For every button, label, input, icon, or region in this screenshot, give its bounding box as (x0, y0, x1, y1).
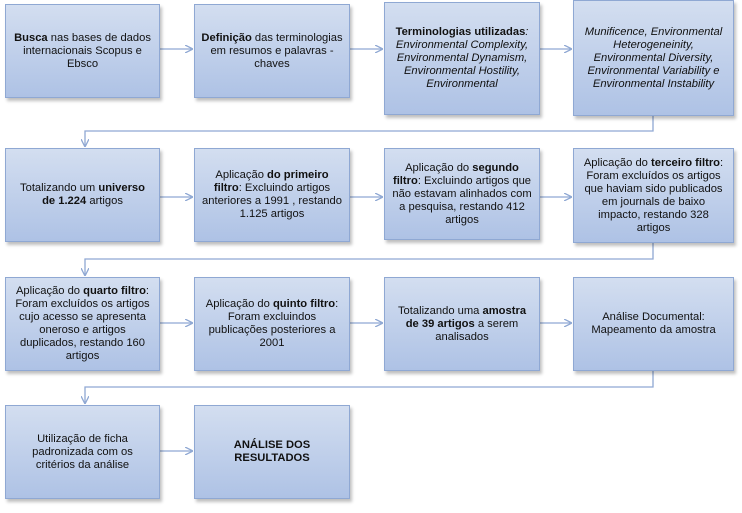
step-universo-text: Totalizando um universo de 1.224 artigos (20, 182, 145, 207)
step-primeiro-filtro-text: Aplicação do primeiro filtro: Excluindo … (202, 169, 342, 220)
step-ficha-padronizada: Utilização de ficha padronizada com os c… (5, 405, 160, 499)
arrow-b12-b13 (85, 371, 654, 403)
step-terminologias-cont-text: Munificence, Environmental Heterogeneini… (584, 25, 723, 90)
step-analise-resultados-text: ANÁLISE DOS RESULTADOS (233, 439, 311, 464)
step-amostra: Totalizando uma amostra de 39 artigos a … (384, 277, 540, 371)
step-quinto-filtro-text: Aplicação do quinto filtro: Foram exclui… (205, 298, 339, 349)
step-busca: Busca nas bases de dados internacionais … (5, 4, 160, 98)
step-busca-text: Busca nas bases de dados internacionais … (14, 31, 151, 70)
step-analise-resultados: ANÁLISE DOS RESULTADOS (194, 405, 350, 499)
step-terceiro-filtro: Aplicação do terceiro filtro: Foram excl… (573, 148, 734, 243)
arrow-b8-b9 (85, 243, 654, 275)
step-analise-documental-text: Análise Documental: Mapeamento da amostr… (591, 311, 716, 336)
step-universo: Totalizando um universo de 1.224 artigos (5, 148, 160, 242)
step-amostra-text: Totalizando uma amostra de 39 artigos a … (397, 304, 527, 343)
step-terceiro-filtro-text: Aplicação do terceiro filtro: Foram excl… (583, 156, 724, 234)
step-quarto-filtro: Aplicação do quarto filtro: Foram excluí… (5, 277, 160, 371)
arrow-b4-b5 (85, 116, 654, 146)
step-segundo-filtro: Aplicação do segundo filtro: Excluindo a… (384, 148, 540, 240)
step-terminologias-cont: Munificence, Environmental Heterogeneini… (573, 0, 734, 116)
step-quarto-filtro-text: Aplicação do quarto filtro: Foram excluí… (15, 285, 150, 362)
step-definicao-text: Definição das terminologias em resumos e… (201, 31, 343, 70)
step-segundo-filtro-text: Aplicação do segundo filtro: Excluindo a… (392, 161, 532, 226)
step-definicao: Definição das terminologias em resumos e… (194, 4, 350, 98)
step-ficha-padronizada-text: Utilização de ficha padronizada com os c… (32, 432, 133, 471)
step-terminologias-text: Terminologias utilizadas: Environmental … (395, 26, 529, 90)
step-primeiro-filtro: Aplicação do primeiro filtro: Excluindo … (194, 148, 350, 242)
step-quinto-filtro: Aplicação do quinto filtro: Foram exclui… (194, 277, 350, 371)
step-analise-documental: Análise Documental: Mapeamento da amostr… (573, 277, 734, 371)
step-terminologias: Terminologias utilizadas: Environmental … (384, 2, 540, 115)
